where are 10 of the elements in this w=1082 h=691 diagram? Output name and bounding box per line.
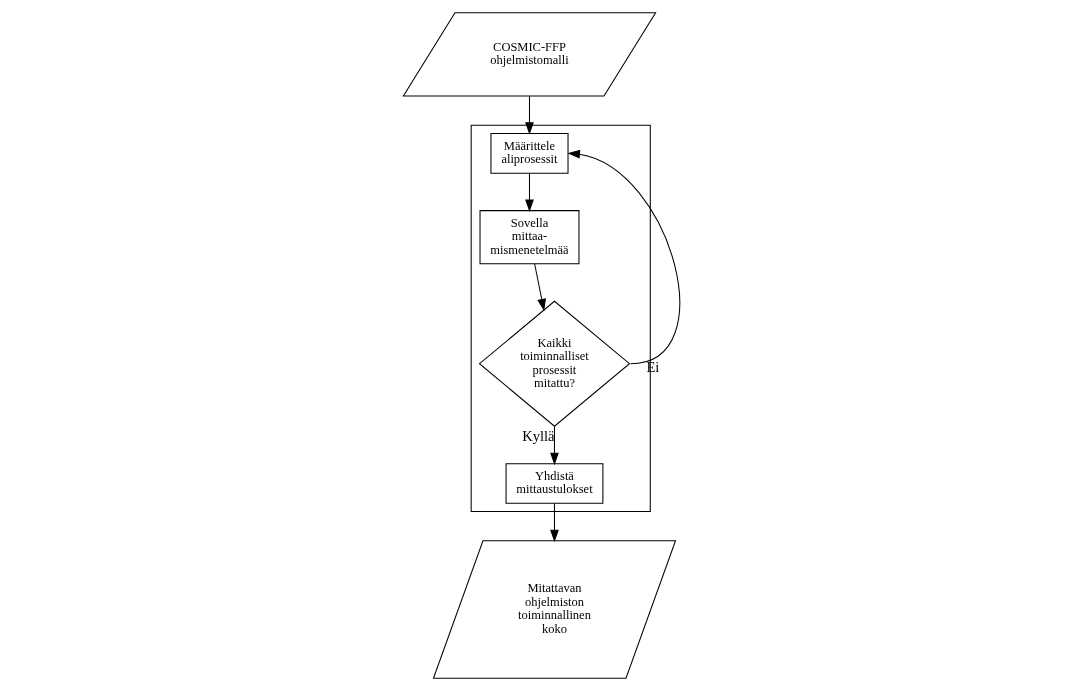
edge-label: Kyllä <box>521 427 555 444</box>
arrow <box>567 149 680 365</box>
node-box: Yhdistä mittaustulokset <box>505 463 603 504</box>
arrow <box>549 502 559 543</box>
node-box: Määrittele aliprosessit <box>489 133 569 174</box>
node-box: Sovella mittaa- mismenetelmää <box>479 210 579 265</box>
arrow <box>533 263 546 312</box>
arrow <box>524 95 534 135</box>
arrow <box>524 172 534 213</box>
arrow <box>549 425 559 466</box>
